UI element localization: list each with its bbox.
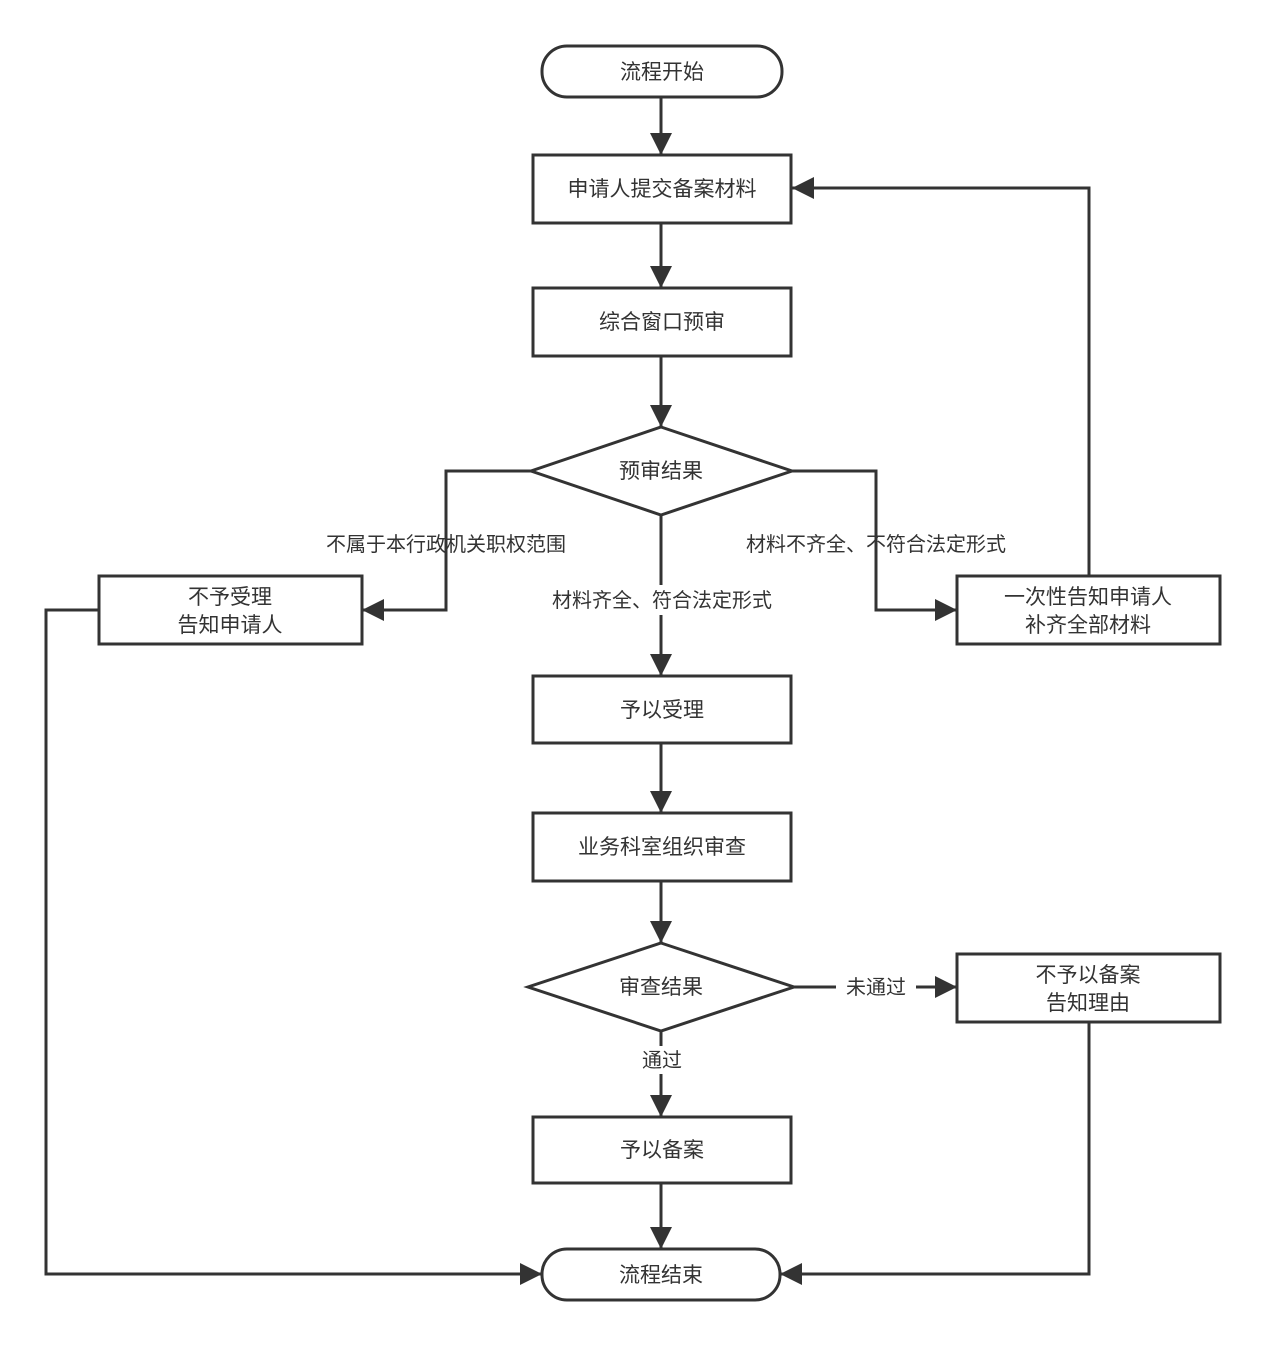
edge-notify-to-submit [792, 177, 1091, 576]
edge-decision-to-reject [362, 469, 531, 621]
edge-label-incomplete: 材料不齐全、不符合法定形式 [746, 532, 1006, 556]
node-start: 流程开始 [540, 44, 784, 99]
node-end-label: 流程结束 [619, 1263, 703, 1287]
edge-label-out-of-scope: 不属于本行政机关职权范围 [326, 532, 566, 556]
edge-labels: 不属于本行政机关职权范围 材料不齐全、不符合法定形式 材料齐全、符合法定形式 未… [326, 532, 1006, 1074]
node-reject-label-line1: 不予受理 [188, 585, 272, 609]
node-review-label: 业务科室组织审查 [578, 835, 746, 859]
node-start-label: 流程开始 [620, 60, 704, 84]
node-norecord-label-line2: 告知理由 [1046, 991, 1130, 1015]
node-prereview-label: 综合窗口预审 [599, 310, 725, 334]
edge-label-complete: 材料齐全、符合法定形式 [552, 588, 772, 612]
edge-decision-to-notify [792, 469, 957, 621]
node-review-result: 审查结果 [523, 941, 799, 1033]
node-submit-label: 申请人提交备案材料 [568, 177, 757, 201]
node-record-label: 予以备案 [620, 1138, 704, 1162]
node-reject: 不予受理 告知申请人 [97, 574, 364, 646]
node-prereview-result-label: 预审结果 [619, 459, 703, 483]
node-norecord: 不予以备案 告知理由 [955, 952, 1222, 1024]
node-reject-label-line2: 告知申请人 [178, 613, 283, 637]
node-norecord-label-line1: 不予以备案 [1036, 963, 1141, 987]
edge-label-failed: 未通过 [846, 975, 906, 999]
node-submit: 申请人提交备案材料 [531, 153, 793, 225]
edge-norecord-to-end [780, 1022, 1091, 1285]
node-review: 业务科室组织审查 [531, 811, 793, 883]
node-notify-label-line2: 补齐全部材料 [1025, 613, 1151, 637]
node-notify: 一次性告知申请人 补齐全部材料 [955, 574, 1222, 646]
node-prereview-result: 预审结果 [526, 425, 797, 517]
node-review-result-label: 审查结果 [619, 975, 703, 999]
node-notify-label-line1: 一次性告知申请人 [1004, 585, 1172, 609]
edge-label-passed: 通过 [642, 1048, 682, 1072]
node-prereview: 综合窗口预审 [531, 286, 793, 358]
edge-reject-to-end [44, 608, 542, 1285]
edges [44, 97, 1091, 1285]
node-record: 予以备案 [531, 1115, 793, 1185]
node-accept: 予以受理 [531, 674, 793, 745]
node-end: 流程结束 [540, 1247, 782, 1302]
node-accept-label: 予以受理 [620, 698, 704, 722]
